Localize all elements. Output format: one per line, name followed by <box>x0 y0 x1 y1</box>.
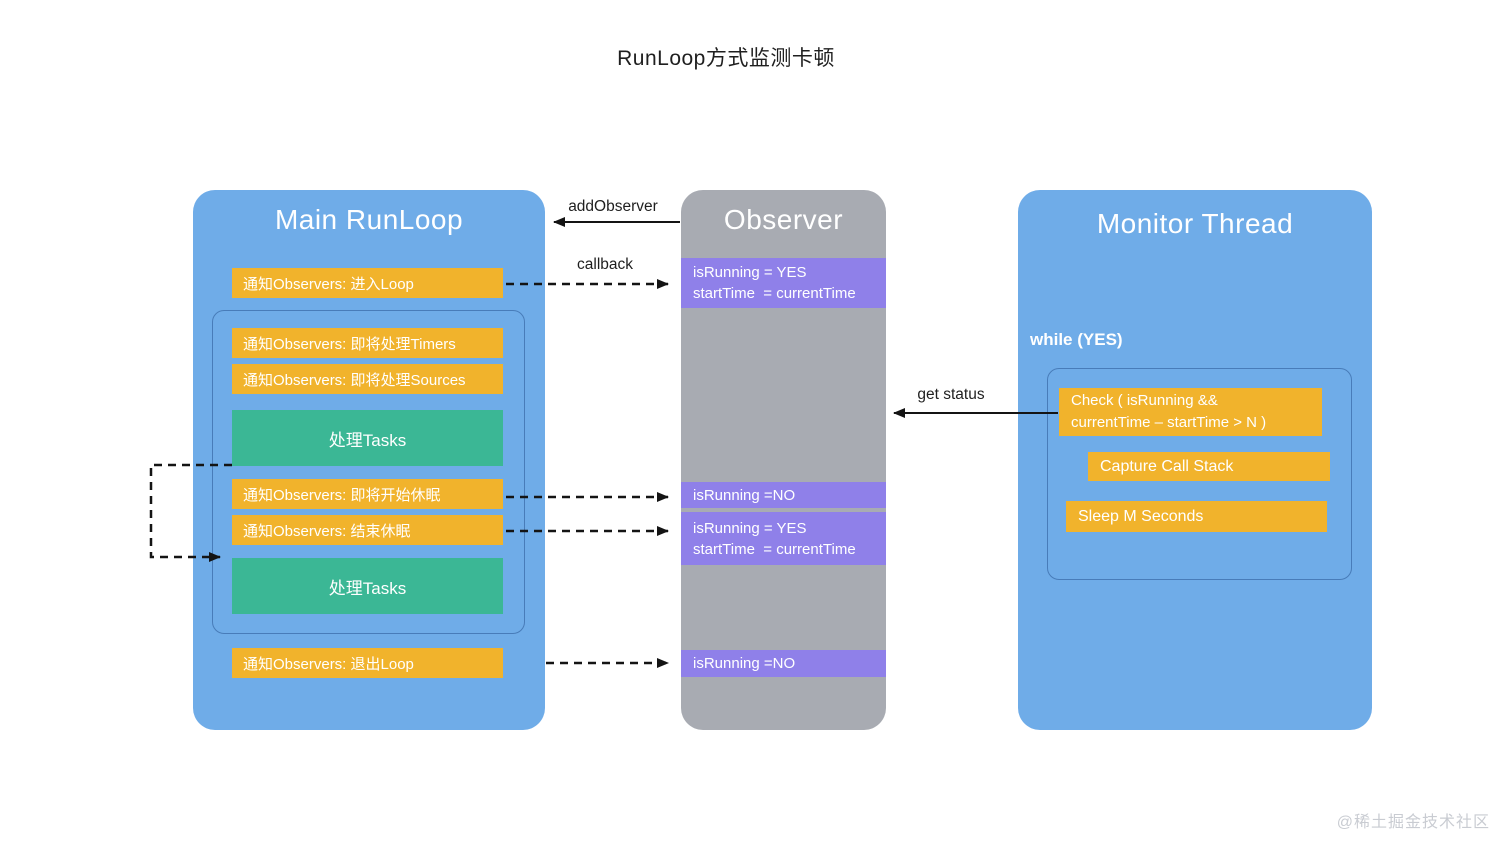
while-yes-label: while (YES) <box>1030 330 1123 349</box>
callback-label: callback <box>577 256 633 273</box>
check-line: currentTime – startTime > N ) <box>1071 414 1267 431</box>
observer-state-box-2: isRunning =NO <box>681 482 886 508</box>
notify-end-sleep-box: 通知Observers: 结束休眠 <box>232 515 503 545</box>
observer-state-box-4: isRunning =NO <box>681 650 886 677</box>
state-line: isRunning =NO <box>693 655 796 672</box>
state-line: isRunning = YES <box>693 264 807 281</box>
monitor-thread-title: Monitor Thread <box>1096 208 1294 239</box>
watermark: @稀土掘金技术社区 <box>1336 814 1490 831</box>
state-line: isRunning =NO <box>693 486 796 504</box>
handle-tasks-box-2: 处理Tasks <box>232 558 503 614</box>
notify-timers-box: 通知Observers: 即将处理Timers <box>232 328 503 358</box>
notify-sources-box: 通知Observers: 即将处理Sources <box>232 364 503 394</box>
notify-exit-loop-box: 通知Observers: 退出Loop <box>232 648 503 678</box>
observer-state-box-3: isRunning = YES startTime = currentTime <box>681 512 886 565</box>
observer-title: Observer <box>723 204 844 235</box>
monitor-thread-panel: Monitor Thread while (YES) Check ( isRun… <box>1018 190 1372 730</box>
observer-state-box-1: isRunning = YES startTime = currentTime <box>681 258 886 308</box>
capture-call-stack-box: Capture Call Stack <box>1088 452 1330 481</box>
monitor-loop-group <box>1047 368 1352 580</box>
check-line: Check ( isRunning && <box>1071 392 1218 409</box>
page-title: RunLoop方式监测卡顿 <box>617 47 835 70</box>
get-status-label: get status <box>917 386 985 403</box>
state-line: startTime = currentTime <box>693 285 856 302</box>
notify-enter-loop-box: 通知Observers: 进入Loop <box>232 268 503 298</box>
notify-before-sleep-box: 通知Observers: 即将开始休眠 <box>232 479 503 509</box>
state-line: isRunning = YES <box>693 519 807 537</box>
observer-panel: Observer isRunning = YES startTime = cur… <box>681 190 886 730</box>
state-line: startTime = currentTime <box>693 540 856 558</box>
handle-tasks-box-1: 处理Tasks <box>232 410 503 466</box>
main-runloop-title: Main RunLoop <box>274 204 464 235</box>
main-runloop-panel: Main RunLoop 通知Observers: 进入Loop 通知Obser… <box>193 190 545 730</box>
check-condition-box: Check ( isRunning && currentTime – start… <box>1059 388 1322 436</box>
add-observer-label: addObserver <box>568 198 658 215</box>
sleep-seconds-box: Sleep M Seconds <box>1066 501 1327 532</box>
